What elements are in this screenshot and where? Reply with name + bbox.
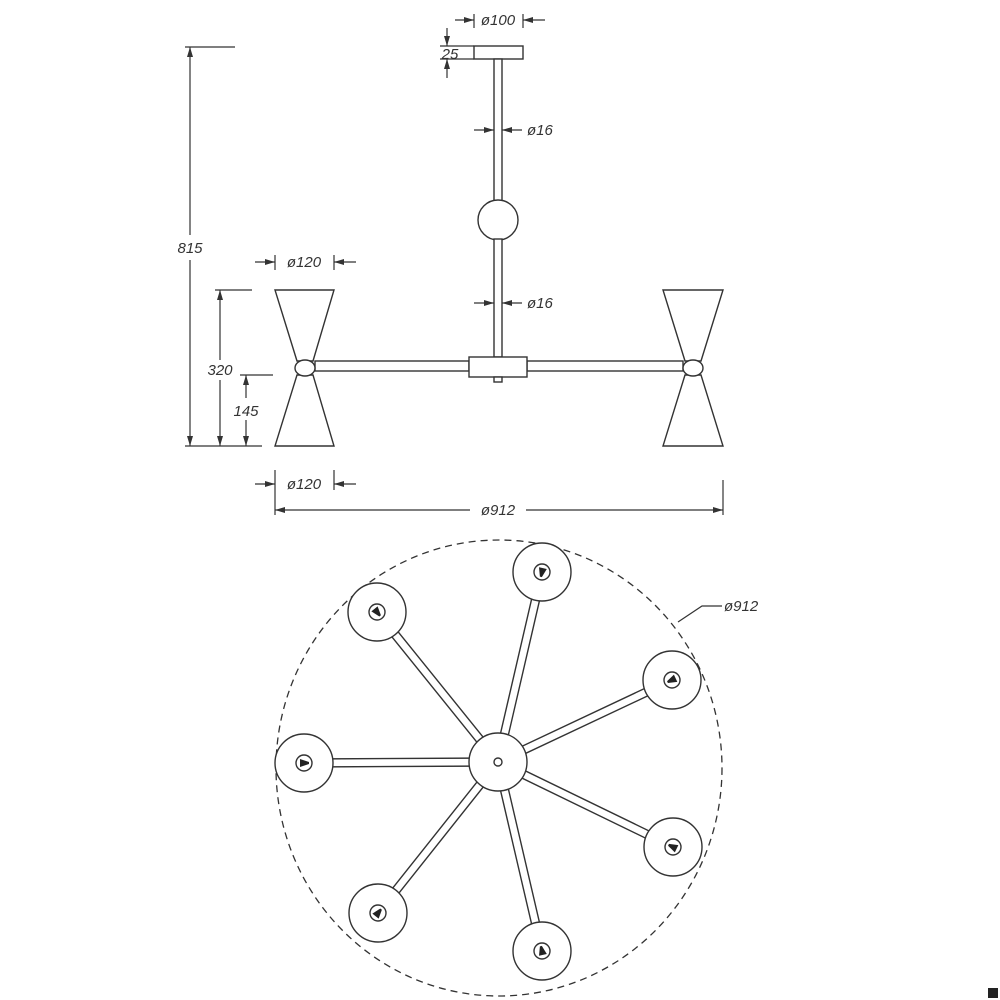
upper-rod [493,58,503,202]
svg-text:ø912: ø912 [724,598,759,615]
side-view: ø100 25 ø16 ø16 815 320 [177,12,724,519]
dim-overall-width: ø912 [275,480,724,519]
bulbs [274,542,703,981]
bulb-shade [274,733,334,793]
corner-mark [988,988,998,998]
center-hole [493,757,503,767]
dim-plan-diameter: ø912 [677,598,759,623]
dim-lower-shade-height: 145 [233,374,273,446]
dim-rod-lower: ø16 [474,295,554,312]
svg-text:ø16: ø16 [527,295,554,312]
right-arm [526,360,684,372]
dim-shade-top-diameter: ø120 [255,254,356,271]
dim-total-height: 815 [177,46,262,447]
svg-text:320: 320 [207,362,233,379]
left-arm [314,360,470,372]
svg-text:815: 815 [177,240,203,257]
bulb-shade [643,817,703,877]
lower-rod [493,238,503,358]
svg-text:145: 145 [233,403,259,420]
bulb-shade [642,650,702,710]
svg-text:25: 25 [441,46,459,63]
dim-shade-height: 320 [207,289,252,446]
bulb-shade [512,921,572,981]
bulb-shade [512,542,572,602]
hub-nub [493,376,503,383]
sphere [477,199,519,241]
svg-text:ø16: ø16 [527,122,554,139]
svg-text:ø100: ø100 [481,12,516,29]
right-shade [662,289,724,447]
plan-view: ø912 [274,539,759,997]
canopy [473,45,524,60]
dim-canopy-diameter: ø100 [455,12,545,29]
dim-shade-bottom-diameter: ø120 [255,470,356,515]
dim-rod-upper: ø16 [474,122,554,139]
dim-canopy-height: 25 [440,28,474,78]
svg-text:ø912: ø912 [481,502,516,519]
svg-text:ø120: ø120 [287,254,322,271]
bulb-shade [347,582,407,642]
left-shade [274,289,335,447]
bulb-shade [348,883,408,943]
hub [468,356,528,378]
svg-text:ø120: ø120 [287,476,322,493]
